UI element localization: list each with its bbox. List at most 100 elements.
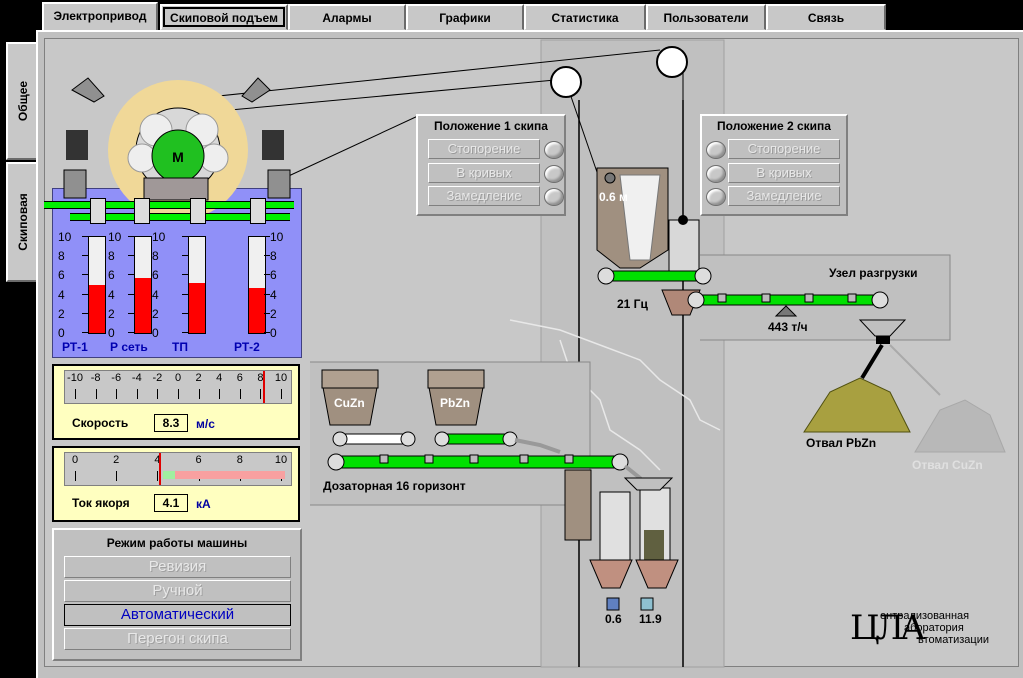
hopper-pbzn-label: PbZn [440,396,470,410]
bar-gauge-tick: 6 [270,268,277,283]
scale-tick-label: 8 [236,454,243,466]
scale-tick-label: 2 [113,454,120,466]
skip1-stopping-lamp [544,141,564,159]
skip1-title: Положение 1 скипа [434,119,548,133]
tab-connection[interactable]: Связь [766,4,886,30]
bar-gauge-tick: 10 [108,230,122,244]
logo-line-1: ентрализованная [880,610,970,622]
mode-skip-transfer-button[interactable]: Перегон скипа [64,628,291,650]
valve-2 [134,198,150,224]
bar-gauge-fill [135,278,151,333]
scale-tick-label: 8 [257,372,264,384]
bar-gauge-label: Р сеть [110,340,148,354]
scale-tick-mark [157,471,159,481]
side-tab-general[interactable]: Общее [6,42,38,160]
tab-alarms[interactable]: Алармы [288,4,406,30]
scale-tick-mark [178,389,179,399]
skip1-slowdown-lamp [544,188,564,206]
bar-gauge-tick: 8 [58,249,65,264]
doser-1-value: 0.6 [605,612,622,626]
bar-gauge-tick-mark [128,312,134,314]
bar-gauge-tick: 0 [270,326,277,340]
company-logo: ЦЛА ентрализованная аборатория втоматиза… [850,608,1000,658]
bar-gauge-tick-mark [264,332,270,333]
bar-gauge-tick-mark [182,236,188,237]
bunker-level: 0.6 м [599,190,628,204]
bar-gauge-tick: 0 [152,326,159,340]
bar-gauge-tick-mark [128,255,134,257]
bar-gauge-tick: 8 [270,249,277,264]
bar-gauge-tick-mark [264,255,270,257]
scale-tick-mark [281,389,282,399]
skip1-curves-lamp [544,165,564,183]
machine-mode-title: Режим работы машины [106,536,248,550]
speed-value: 8.3 [154,414,188,432]
skip1-position-panel: Положение 1 скипа Стопорение В кривых За… [416,114,566,216]
bar-gauge-tube [134,236,152,334]
scale-tick-label: 0 [174,372,182,384]
scale-tick-mark [116,471,118,481]
scale-tick-label: -4 [131,372,142,384]
hopper-cuzn-label: CuZn [334,396,365,410]
lower-sheave [550,66,582,98]
bar-gauge-tick: 2 [270,306,277,321]
bar-gauge-fill [249,288,265,333]
bar-gauge-tick-mark [182,312,188,314]
tab-skip-hoist[interactable]: Скиповой подъем [160,4,288,30]
bar-gauge-tick-mark [182,293,188,295]
scale-tick-label: 4 [216,372,223,384]
mode-automatic-button[interactable]: Автоматический [64,604,291,626]
bar-gauge-tick: 4 [58,287,65,302]
bar-gauge-tick: 6 [58,268,65,283]
bar-gauge-tick-mark [182,332,188,333]
bar-gauge-tick: 8 [108,249,115,264]
skip1-stopping: Стопорение [428,139,540,159]
bar-gauge-tick-mark [82,332,88,333]
tab-electric-drive[interactable]: Электропривод [42,2,158,32]
bar-gauge-tick: 10 [58,230,72,244]
mode-revision-button[interactable]: Ревизия [64,556,291,578]
scale-tick-mark [260,389,262,399]
scale-tick-label: -2 [152,372,163,384]
skip2-title: Положение 2 скипа [717,119,831,133]
skip2-slowdown: Замедление [728,186,840,206]
bar-gauge-tick: 2 [152,306,159,321]
bar-gauge-tick-mark [264,293,270,295]
logo-line-2: аборатория [904,622,964,634]
bar-gauge-tube [188,236,206,334]
scale-tick-label: 4 [154,454,161,466]
bar-gauge-tick-mark [128,293,134,295]
bar-gauge-tick-mark [128,274,134,276]
current-unit: кА [196,497,211,511]
bar-gauge-fill [89,285,105,333]
bar-gauge-tick: 6 [108,268,115,283]
scale-tick-label: 6 [236,372,243,384]
mode-manual-button[interactable]: Ручной [64,580,291,602]
scale-tick-mark [157,389,159,399]
bar-gauge-tick: 2 [58,306,65,321]
current-needle [159,453,162,485]
skip2-stopping-lamp [706,141,726,159]
bar-gauge-tick-mark [264,274,270,276]
bar-gauge-tick: 2 [108,306,115,321]
skip2-position-panel: Положение 2 скипа Стопорение В кривых За… [700,114,848,216]
bar-gauge-tick: 10 [152,230,166,244]
bar-gauge-tick: 8 [152,249,159,264]
scale-tick-label: -8 [90,372,101,384]
skip2-slowdown-lamp [706,188,726,206]
bar-gauge-tick-mark [182,274,188,276]
bar-gauge-tube [248,236,266,334]
current-label: Ток якоря [72,496,130,510]
tab-charts[interactable]: Графики [406,4,524,30]
scale-tick-mark [198,389,200,399]
machine-mode-panel: Режим работы машины Ревизия Ручной Автом… [52,528,302,661]
bar-gauge-tick: 0 [58,326,65,340]
tab-users[interactable]: Пользователи [646,4,766,30]
scale-tick-label: 2 [195,372,202,384]
bar-gauge-tick-mark [264,312,270,314]
tab-statistics[interactable]: Статистика [524,4,646,30]
scale-tick-label: 0 [71,454,79,466]
side-tab-skip[interactable]: Скиповая [6,162,38,282]
